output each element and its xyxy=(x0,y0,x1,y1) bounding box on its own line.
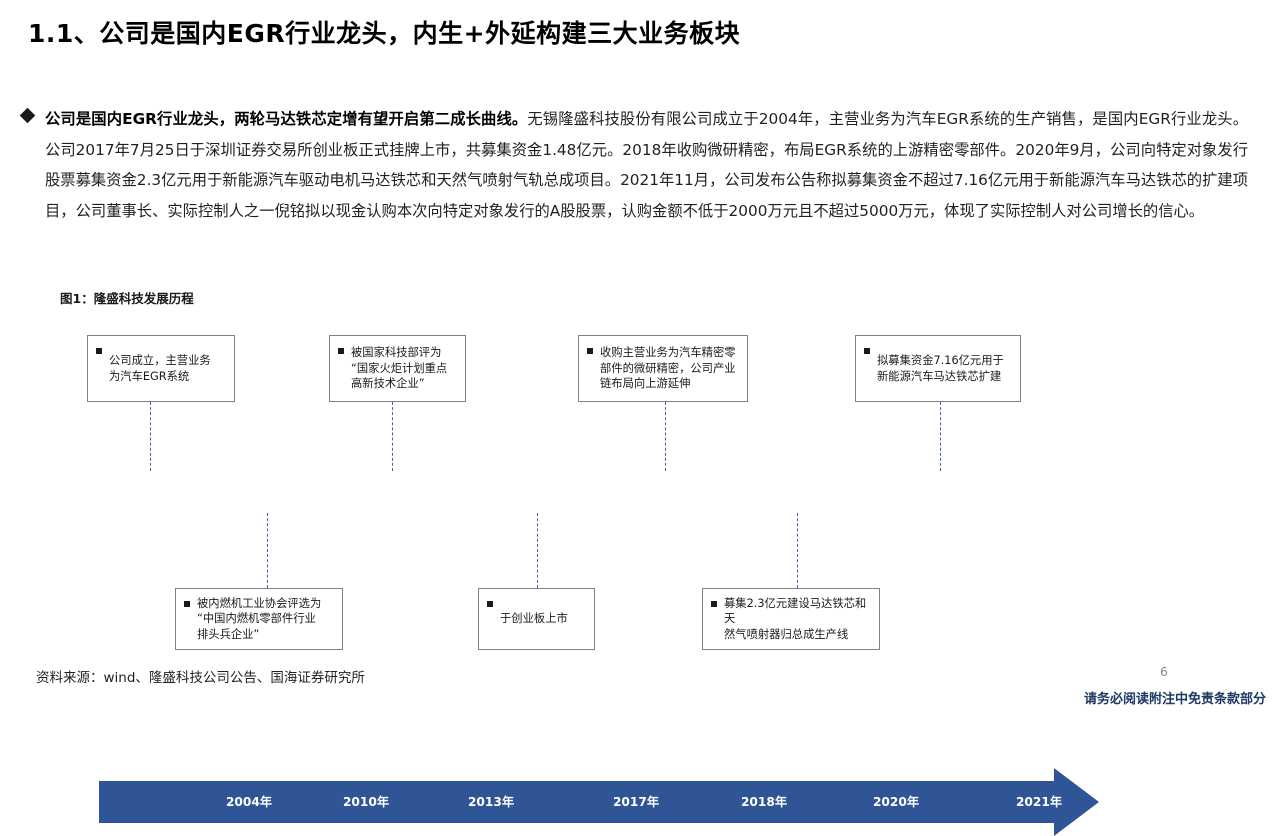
timeline-year-2018: 2018年 xyxy=(740,795,788,809)
callout-text: 于创业板上市 xyxy=(500,612,568,626)
callout-text: 拟募集资金7.16亿元用于 新能源汽车马达铁芯扩建 xyxy=(877,354,1004,383)
body-paragraph-block: 公司是国内EGR行业龙头，两轮马达铁芯定增有望开启第二成长曲线。无锡隆盛科技股份… xyxy=(19,104,1257,226)
timeline-arrow: 2004年 2010年 2013年 2017年 2018年 2020年 2021年 xyxy=(99,768,1099,836)
disclaimer-note: 请务必阅读附注中免责条款部分 xyxy=(1084,692,1267,707)
square-bullet-icon xyxy=(864,348,870,354)
page-title: 1.1、公司是国内EGR行业龙头，内生+外延构建三大业务板块 xyxy=(28,19,741,48)
figure-caption: 图1：隆盛科技发展历程 xyxy=(60,291,194,306)
connector-line xyxy=(150,402,151,471)
square-bullet-icon xyxy=(338,348,344,354)
square-bullet-icon xyxy=(711,601,717,607)
callout-2017[interactable]: 于创业板上市 xyxy=(478,588,595,650)
callout-text: 被内燃机工业协会评选为 “中国内燃机零部件行业 排头兵企业” xyxy=(197,596,322,641)
callout-2013[interactable]: 被国家科技部评为 “国家火炬计划重点 高新技术企业” xyxy=(329,335,466,402)
timeline-year-2010: 2010年 xyxy=(342,795,390,809)
timeline-year-2017: 2017年 xyxy=(612,795,660,809)
square-bullet-icon xyxy=(587,348,593,354)
timeline-year-2020: 2020年 xyxy=(872,795,920,809)
square-bullet-icon xyxy=(184,601,190,607)
connector-line xyxy=(665,402,666,471)
square-bullet-icon xyxy=(487,601,493,607)
diamond-bullet-icon xyxy=(19,107,36,124)
callout-text: 募集2.3亿元建设马达铁芯和天 然气喷射器归总成生产线 xyxy=(724,596,867,641)
connector-line xyxy=(797,513,798,588)
timeline-figure: 2004年 2010年 2013年 2017年 2018年 2020年 2021年 公司成立… xyxy=(0,310,1279,836)
body-paragraph: 公司是国内EGR行业龙头，两轮马达铁芯定增有望开启第二成长曲线。无锡隆盛科技股份… xyxy=(45,104,1248,226)
connector-line xyxy=(537,513,538,588)
source-note: 资料来源：wind、隆盛科技公司公告、国海证券研究所 xyxy=(36,670,365,686)
connector-line xyxy=(940,402,941,471)
square-bullet-icon xyxy=(96,348,102,354)
timeline-year-2021: 2021年 xyxy=(1015,795,1063,809)
callout-2018[interactable]: 收购主营业务为汽车精密零 部件的微研精密，公司产业 链布局向上游延伸 xyxy=(578,335,748,402)
callout-2004[interactable]: 公司成立，主营业务 为汽车EGR系统 xyxy=(87,335,235,402)
body-lead-sentence: 公司是国内EGR行业龙头，两轮马达铁芯定增有望开启第二成长曲线。 xyxy=(45,110,528,128)
timeline-year-2013: 2013年 xyxy=(467,795,515,809)
timeline-year-2004: 2004年 xyxy=(225,795,273,809)
connector-line xyxy=(392,402,393,471)
page-number: 6 xyxy=(1160,664,1168,679)
callout-2021[interactable]: 拟募集资金7.16亿元用于 新能源汽车马达铁芯扩建 xyxy=(855,335,1021,402)
callout-text: 被国家科技部评为 “国家火炬计划重点 高新技术企业” xyxy=(351,346,448,391)
callout-2010[interactable]: 被内燃机工业协会评选为 “中国内燃机零部件行业 排头兵企业” xyxy=(175,588,343,650)
callout-text: 公司成立，主营业务 为汽车EGR系统 xyxy=(109,354,211,383)
callout-text: 收购主营业务为汽车精密零 部件的微研精密，公司产业 链布局向上游延伸 xyxy=(600,346,736,391)
body-rest-text: 无锡隆盛科技股份有限公司成立于2004年，主营业务为汽车EGR系统的生产销售，是… xyxy=(45,110,1248,220)
connector-line xyxy=(267,513,268,588)
callout-2020[interactable]: 募集2.3亿元建设马达铁芯和天 然气喷射器归总成生产线 xyxy=(702,588,880,650)
